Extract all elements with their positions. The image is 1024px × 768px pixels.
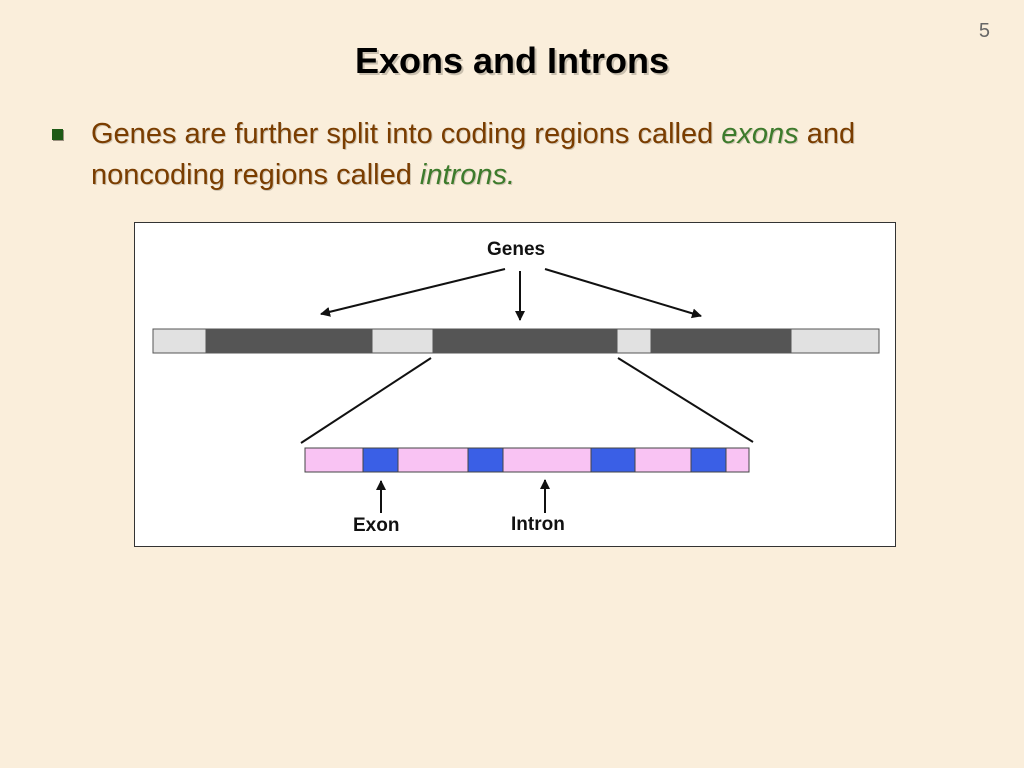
intergenic-region [152,328,207,354]
bullet-text-start: Genes are further split into coding regi… [91,118,722,150]
gene-detail-strand [304,447,750,473]
exon-segment [690,447,727,473]
genes-arrow-right [544,268,702,319]
gene-region [205,328,373,354]
intron-segment [304,447,364,473]
exon-segment [467,447,504,473]
bullet-text: Genes are further split into coding regi… [91,114,951,196]
intergenic-region [790,328,880,354]
exon-label: Exon [353,515,400,536]
term-introns: introns. [419,159,516,191]
dna-strand [152,328,880,354]
slide-number: 5 [978,20,990,42]
intron-segment [634,447,692,473]
gene-structure-diagram: Genes Exon Intron [134,222,896,547]
bullet-square-icon [52,129,63,140]
intron-segment [725,447,750,473]
exon-segment [362,447,399,473]
intron-label: Intron [511,514,565,535]
intron-segment [502,447,592,473]
diagram-canvas [152,268,880,513]
term-exons: exons [721,118,799,150]
intergenic-region [371,328,434,354]
genes-arrow-left [320,268,506,317]
exon-segment [590,447,636,473]
gene-region [650,328,792,354]
bullet-text-middle: and noncoding regions called [91,118,856,191]
gene-region [432,328,618,354]
intergenic-region [616,328,652,354]
genes-label: Genes [487,239,546,260]
slide-title: Exons and Introns [354,40,670,81]
intron-segment [397,447,469,473]
zoom-line-right [617,357,754,443]
zoom-line-left [300,357,432,444]
